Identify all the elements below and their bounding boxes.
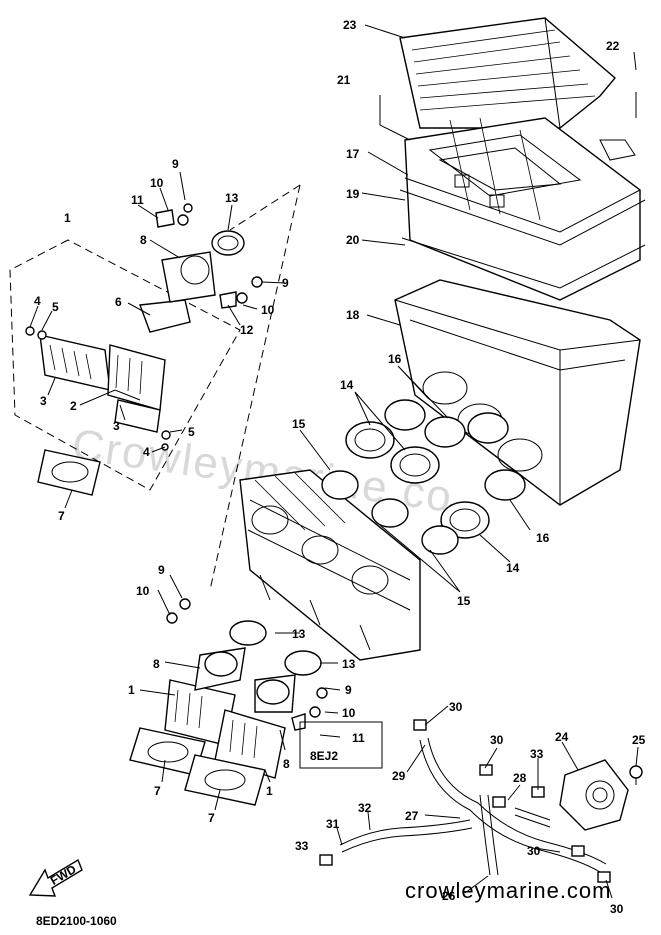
callout-32: 32 <box>358 801 372 815</box>
callout-8b: 8 <box>153 657 160 671</box>
callout-10a: 10 <box>150 176 164 190</box>
callout-11b: 11 <box>352 731 365 745</box>
reed-valve-lower <box>164 647 296 779</box>
watermark: crowleymarine.com <box>405 878 612 903</box>
callout-30b: 30 <box>490 733 504 747</box>
callout-21: 21 <box>337 73 351 87</box>
intake-group-divider <box>209 184 301 591</box>
callout-1a: 1 <box>64 211 71 225</box>
clamp-lower <box>166 598 328 731</box>
callout-19: 19 <box>346 187 360 201</box>
callout-5a: 5 <box>52 300 59 314</box>
callout-11a: 11 <box>131 193 144 207</box>
callout-numbers: 23 22 21 17 19 20 18 16 16 14 14 15 15 9… <box>34 18 646 916</box>
callout-5b: 5 <box>188 425 195 439</box>
callout-17: 17 <box>346 147 360 161</box>
callout-7c: 7 <box>208 811 215 825</box>
gasket-upper <box>37 449 101 496</box>
leader-lines <box>29 24 639 899</box>
callout-13c: 13 <box>342 657 356 671</box>
callout-7b: 7 <box>154 784 161 798</box>
callout-16a: 16 <box>388 352 402 366</box>
callout-6: 6 <box>115 295 122 309</box>
fuel-hoses <box>319 719 611 883</box>
callout-15b: 15 <box>457 594 471 608</box>
callout-1c: 1 <box>266 784 273 798</box>
callout-8a: 8 <box>140 233 147 247</box>
callout-13b: 13 <box>292 627 306 641</box>
callout-25: 25 <box>632 733 646 747</box>
callout-30a: 30 <box>449 700 463 714</box>
air-filter-cover <box>399 17 616 129</box>
reed-valve-assembly-group <box>9 239 241 491</box>
callout-16b: 16 <box>536 531 550 545</box>
callout-12: 12 <box>240 323 254 337</box>
callout-33b: 33 <box>295 839 309 853</box>
callout-3a: 3 <box>40 394 47 408</box>
callout-30d: 30 <box>610 902 624 916</box>
callout-9a: 9 <box>172 157 179 171</box>
callout-10c: 10 <box>136 584 150 598</box>
reed-valve-upper <box>39 251 216 433</box>
callout-22: 22 <box>606 39 620 53</box>
callout-10d: 10 <box>342 706 356 720</box>
callout-23: 23 <box>343 18 357 32</box>
callout-26: 26 <box>442 889 456 903</box>
forward-arrow-icon: FWD <box>28 858 83 897</box>
callout-27: 27 <box>405 809 419 823</box>
callout-13a: 13 <box>225 191 239 205</box>
callout-29: 29 <box>392 769 406 783</box>
callout-30c: 30 <box>527 844 541 858</box>
hose-clamps <box>321 399 526 555</box>
callout-9d: 9 <box>345 683 352 697</box>
callout-7a: 7 <box>58 509 65 523</box>
callout-14a: 14 <box>340 378 354 392</box>
air-box-upper-case <box>399 117 646 301</box>
gasket-lower <box>129 727 266 806</box>
callout-3b: 3 <box>113 419 120 433</box>
carburetor-bank <box>239 469 421 661</box>
callout-9c: 9 <box>158 563 165 577</box>
variant-box <box>299 721 383 769</box>
callout-24: 24 <box>555 730 569 744</box>
callout-28: 28 <box>513 771 527 785</box>
callout-31: 31 <box>326 817 340 831</box>
callout-2: 2 <box>70 399 77 413</box>
upper-hardware <box>25 203 263 451</box>
callout-9b: 9 <box>282 276 289 290</box>
callout-1b: 1 <box>128 683 135 697</box>
callout-20: 20 <box>346 233 360 247</box>
callout-33a: 33 <box>530 747 544 761</box>
callout-15a: 15 <box>292 417 306 431</box>
callout-4b: 4 <box>143 445 150 459</box>
clamp-upper <box>211 230 245 256</box>
callout-4a: 4 <box>34 294 41 308</box>
figure-code: 8ED2100-1060 <box>36 914 117 928</box>
intake-boots <box>345 421 490 539</box>
fuel-pump <box>559 759 643 831</box>
callout-10b: 10 <box>261 303 275 317</box>
variant-box-label: 8EJ2 <box>310 749 338 763</box>
callout-14b: 14 <box>506 561 520 575</box>
callout-8c: 8 <box>283 757 290 771</box>
callout-18: 18 <box>346 308 360 322</box>
